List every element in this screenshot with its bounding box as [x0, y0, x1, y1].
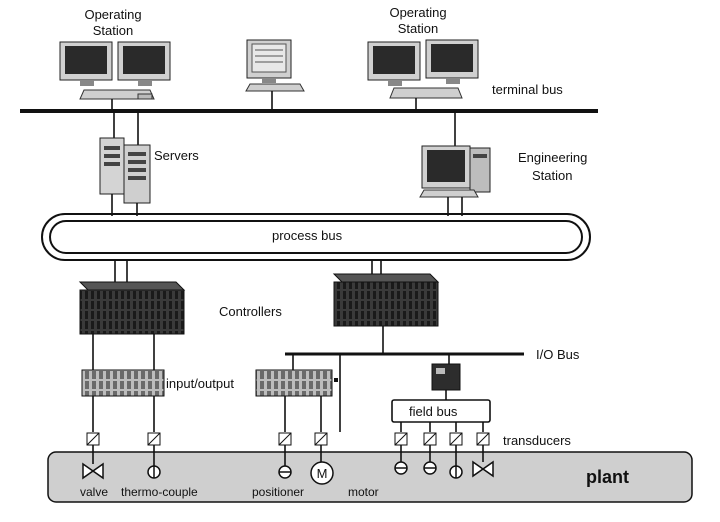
- field-valve-symbol: [472, 460, 494, 478]
- positioner-symbol: [278, 465, 292, 479]
- transducer-field-2: [423, 432, 437, 446]
- servers-label: Servers: [154, 148, 199, 163]
- field-bus-coupler: [431, 363, 461, 391]
- field-thermocouple-symbol: [449, 465, 463, 479]
- engineering-station-label-line1: Engineering: [518, 150, 587, 165]
- operating-station-right: [367, 39, 479, 99]
- field-sensor-1-symbol: [394, 461, 408, 475]
- plant-label: plant: [586, 467, 629, 487]
- positioner-label: positioner: [252, 485, 304, 499]
- transducers-label: transducers: [503, 433, 571, 448]
- transducer-field-4: [476, 432, 490, 446]
- field-bus: [391, 399, 491, 423]
- process-bus-label: process bus: [272, 228, 343, 243]
- transducer-field-1: [394, 432, 408, 446]
- transducer-boxes: [86, 432, 490, 446]
- io-module-left: [81, 369, 165, 397]
- transducer-positioner: [278, 432, 292, 446]
- transducer-motor: [314, 432, 328, 446]
- operating-station-right-label-line2: Station: [398, 21, 438, 36]
- io-bus-label: I/O Bus: [536, 347, 580, 362]
- controller-left: [78, 281, 186, 335]
- transducer-valve: [86, 432, 100, 446]
- thermocouple-symbol: [147, 465, 161, 479]
- controller-right: [332, 273, 440, 327]
- valve-symbol: [82, 462, 104, 480]
- motor-symbol-letter: M: [317, 466, 328, 481]
- servers: [99, 137, 151, 204]
- field-sensor-2-symbol: [423, 461, 437, 475]
- operating-station-left: [59, 41, 171, 100]
- thermo-couple-label: thermo-couple: [121, 485, 198, 499]
- motor-symbol: M: [310, 461, 334, 485]
- valve-label: valve: [80, 485, 108, 499]
- operating-station-left-label-line2: Station: [93, 23, 133, 38]
- transducer-field-3: [449, 432, 463, 446]
- plant-area: [47, 451, 693, 503]
- middle-workstation: [245, 39, 305, 92]
- field-bus-label: field bus: [409, 404, 458, 419]
- engineering-station: [419, 145, 491, 198]
- motor-label: motor: [348, 485, 379, 499]
- input-output-label: input/output: [166, 376, 234, 391]
- operating-station-left-label-line1: Operating: [84, 7, 141, 22]
- engineering-station-label-line2: Station: [532, 168, 572, 183]
- process-bus: [41, 213, 591, 261]
- terminal-bus-label: terminal bus: [492, 82, 563, 97]
- transducer-thermocouple: [147, 432, 161, 446]
- io-module-middle: [255, 369, 338, 397]
- controllers-label: Controllers: [219, 304, 282, 319]
- operating-station-right-label-line1: Operating: [389, 5, 446, 20]
